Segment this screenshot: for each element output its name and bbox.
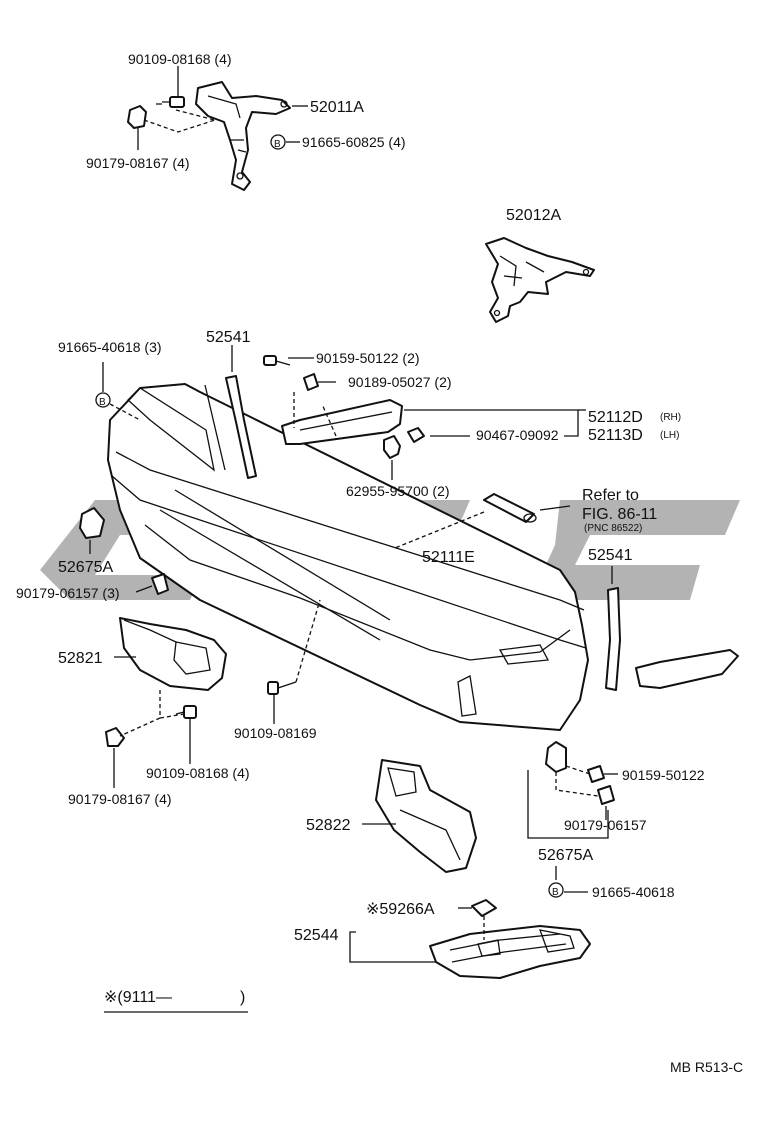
footnote-text: ※(9111— bbox=[104, 989, 172, 1006]
bracket-52011A bbox=[195, 81, 291, 191]
nut-59266A-icon bbox=[471, 899, 497, 917]
seal-strip-52541-right bbox=[605, 587, 621, 691]
label-52822: 52822 bbox=[306, 817, 351, 834]
bracket-52012A bbox=[485, 237, 595, 323]
under-cover-52544 bbox=[429, 925, 591, 979]
label-91665-40618: 91665-40618 bbox=[592, 884, 675, 900]
bolt-icon bbox=[263, 355, 291, 366]
clip-nut-icon bbox=[105, 727, 125, 747]
b-mark-icon: B bbox=[548, 882, 564, 898]
label-91665-60825: 91665-60825 (4) bbox=[302, 134, 406, 150]
label-52675A-right: 52675A bbox=[538, 847, 593, 864]
bolt-icon bbox=[267, 681, 297, 695]
label-90109-08168-top: 90109-08168 (4) bbox=[128, 51, 232, 67]
label-52821: 52821 bbox=[58, 650, 103, 667]
bolt-icon bbox=[156, 96, 185, 108]
clip-nut-icon bbox=[597, 785, 615, 805]
clip-nut-icon bbox=[127, 105, 147, 129]
label-91665-40618-3: 91665-40618 (3) bbox=[58, 339, 162, 355]
label-90179-08167-bottom: 90179-08167 (4) bbox=[68, 791, 172, 807]
label-90179-06157-3: 90179-06157 (3) bbox=[16, 585, 120, 601]
b-mark-icon: B bbox=[270, 134, 286, 150]
label-52113D: 52113D bbox=[588, 427, 643, 444]
label-52541-right: 52541 bbox=[588, 547, 633, 564]
bumper-cover-52111E bbox=[107, 383, 589, 731]
clip-nut-icon bbox=[151, 573, 169, 595]
bumper-extension-52112D bbox=[281, 399, 403, 445]
svg-text:B: B bbox=[274, 139, 281, 150]
bumper-extension-right bbox=[635, 649, 739, 689]
label-90189-05027-2: 90189-05027 (2) bbox=[348, 374, 452, 390]
label-refer-line1: Refer to bbox=[582, 487, 639, 504]
label-52012A: 52012A bbox=[506, 207, 561, 224]
label-52544: 52544 bbox=[294, 927, 339, 944]
label-90159-50122-2: 90159-50122 (2) bbox=[316, 350, 420, 366]
label-52111E: 52111E bbox=[422, 549, 475, 566]
bracket-52675A-left bbox=[79, 507, 105, 539]
bracket-52675A-right bbox=[545, 741, 567, 773]
bolt-icon bbox=[175, 705, 197, 719]
label-refer-line3: (PNC 86522) bbox=[584, 523, 642, 534]
label-59266A: ※59266A bbox=[366, 901, 435, 918]
label-refer-line2: FIG. 86-11 bbox=[582, 506, 657, 523]
label-90179-06157: 90179-06157 bbox=[564, 817, 647, 833]
svg-text:B: B bbox=[552, 887, 559, 898]
part-labels: 90109-08168 (4) 52011A 91665-60825 (4) 9… bbox=[16, 51, 743, 1075]
screw-icon bbox=[407, 427, 425, 443]
figure-code: MB R513-C bbox=[670, 1059, 743, 1075]
label-52112D: 52112D bbox=[588, 409, 643, 426]
clip-icon bbox=[303, 373, 319, 391]
label-52113D-side: (LH) bbox=[660, 430, 679, 441]
label-52011A: 52011A bbox=[310, 99, 364, 116]
footnote-close: ) bbox=[240, 989, 245, 1006]
label-90109-08168-bottom: 90109-08168 (4) bbox=[146, 765, 250, 781]
clip-fastener-icon bbox=[383, 435, 401, 459]
bolt-icon bbox=[587, 765, 605, 783]
label-90109-08169: 90109-08169 bbox=[234, 725, 317, 741]
reference-tube-part bbox=[483, 493, 537, 523]
b-mark-icon: B bbox=[95, 392, 111, 408]
label-90159-50122: 90159-50122 bbox=[622, 767, 705, 783]
svg-text:B: B bbox=[99, 397, 106, 408]
label-52112D-side: (RH) bbox=[660, 412, 681, 423]
label-90179-08167-top: 90179-08167 (4) bbox=[86, 155, 190, 171]
air-duct-52822 bbox=[375, 759, 477, 873]
label-52541-left: 52541 bbox=[206, 329, 251, 346]
air-duct-52821 bbox=[119, 617, 227, 691]
seal-strip-52541-left bbox=[225, 375, 257, 479]
label-52675A-left: 52675A bbox=[58, 559, 113, 576]
label-62955-95700: 62955-95700 (2) bbox=[346, 483, 450, 499]
label-90467-09092: 90467-09092 bbox=[476, 427, 559, 443]
